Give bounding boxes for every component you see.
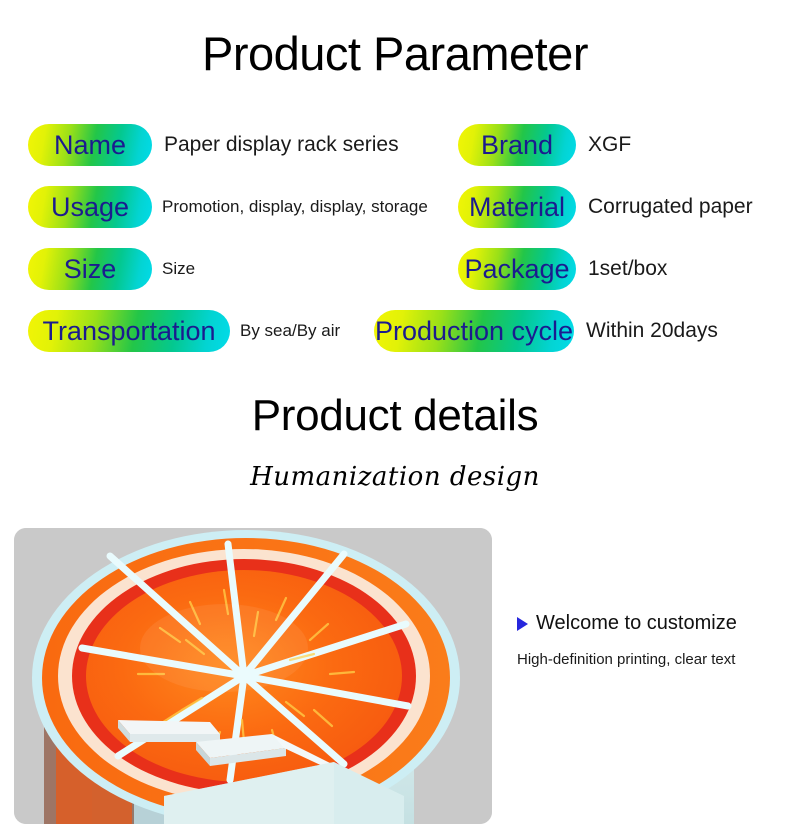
customize-info-panel: Welcome to customize High-definition pri… xyxy=(495,528,776,824)
parameter-row-material: Material Corrugated paper xyxy=(458,186,753,228)
parameter-label-usage: Usage xyxy=(28,186,152,228)
parameter-row-size: Size Size xyxy=(28,248,195,290)
parameter-row-production-cycle: Production cycle Within 20days xyxy=(374,310,718,352)
parameter-label-production-cycle: Production cycle xyxy=(374,310,574,352)
printing-quality-text: High-definition printing, clear text xyxy=(517,651,736,668)
parameter-row-transportation: Transportation By sea/By air xyxy=(28,310,340,352)
parameter-label-package: Package xyxy=(458,248,576,290)
details-subtitle: Humanization design xyxy=(250,462,540,492)
parameter-row-usage: Usage Promotion, display, display, stora… xyxy=(28,186,428,228)
parameter-value-usage: Promotion, display, display, storage xyxy=(162,197,428,216)
welcome-text: Welcome to customize xyxy=(536,612,737,634)
welcome-line: Welcome to customize xyxy=(517,612,762,635)
parameter-row-name: Name Paper display rack series xyxy=(28,124,399,166)
parameter-value-package: 1set/box xyxy=(588,257,668,280)
parameter-label-transportation: Transportation xyxy=(28,310,230,352)
triangle-right-icon xyxy=(517,616,528,631)
parameter-label-name: Name xyxy=(28,124,152,166)
parameter-label-size: Size xyxy=(28,248,152,290)
parameter-row-brand: Brand XGF xyxy=(458,124,631,166)
parameter-label-brand: Brand xyxy=(458,124,576,166)
parameter-value-size: Size xyxy=(162,259,196,278)
parameter-value-production-cycle: Within 20days xyxy=(586,319,718,342)
parameter-list: Name Paper display rack series Brand XGF… xyxy=(0,124,790,364)
parameter-value-name: Paper display rack series xyxy=(164,133,399,156)
parameter-value-transportation: By sea/By air xyxy=(240,321,341,340)
details-title: Product details xyxy=(251,391,539,440)
details-panels: Welcome to customize High-definition pri… xyxy=(14,528,776,824)
parameter-value-brand: XGF xyxy=(588,133,632,156)
parameter-value-material: Corrugated paper xyxy=(588,195,753,218)
customize-info-content: Welcome to customize High-definition pri… xyxy=(517,612,762,668)
parameter-row-package: Package 1set/box xyxy=(458,248,667,290)
product-photo xyxy=(14,528,492,824)
parameter-label-material: Material xyxy=(458,186,576,228)
product-photo-panel xyxy=(14,528,492,824)
page-title: Product Parameter xyxy=(202,27,588,80)
